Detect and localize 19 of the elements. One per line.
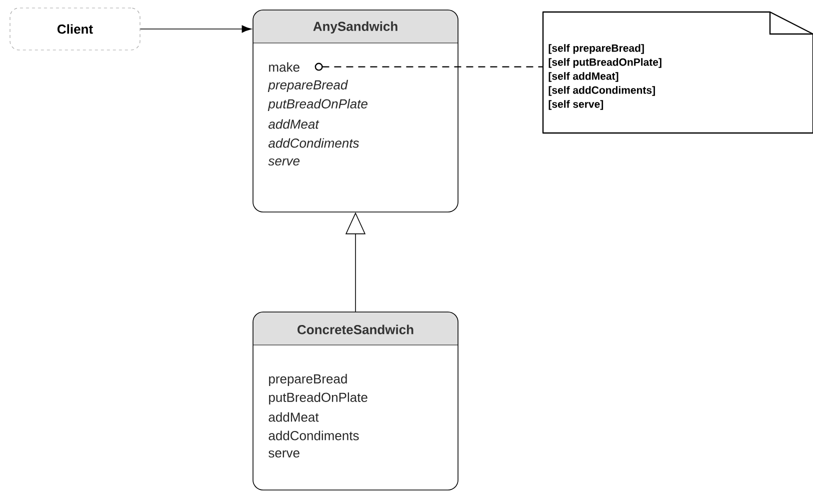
actor-box: Client (10, 8, 140, 50)
code-line: [self serve] (548, 100, 604, 110)
method-label: putBreadOnPlate (269, 392, 368, 405)
method-label: addCondiments (268, 430, 359, 440)
method-label: addMeat (268, 119, 320, 129)
code-line: [self addCondiments] (548, 86, 655, 96)
code-line: [self putBreadOnPlate] (548, 58, 662, 68)
code-line: [self addMeat] (548, 72, 618, 82)
method-label: prepareBread (268, 80, 348, 92)
method-label: addMeat (268, 412, 319, 422)
method-label: make (269, 62, 300, 72)
arrow (140, 25, 252, 33)
dashed-connector (314, 62, 543, 71)
method-label: serve (268, 158, 300, 166)
method-label: prepareBread (269, 374, 347, 386)
method-label: addCondiments (268, 138, 359, 148)
code-line: [self prepareBread] (548, 44, 644, 54)
method-label: serve (268, 450, 300, 458)
method-label: putBreadOnPlate (268, 98, 368, 112)
